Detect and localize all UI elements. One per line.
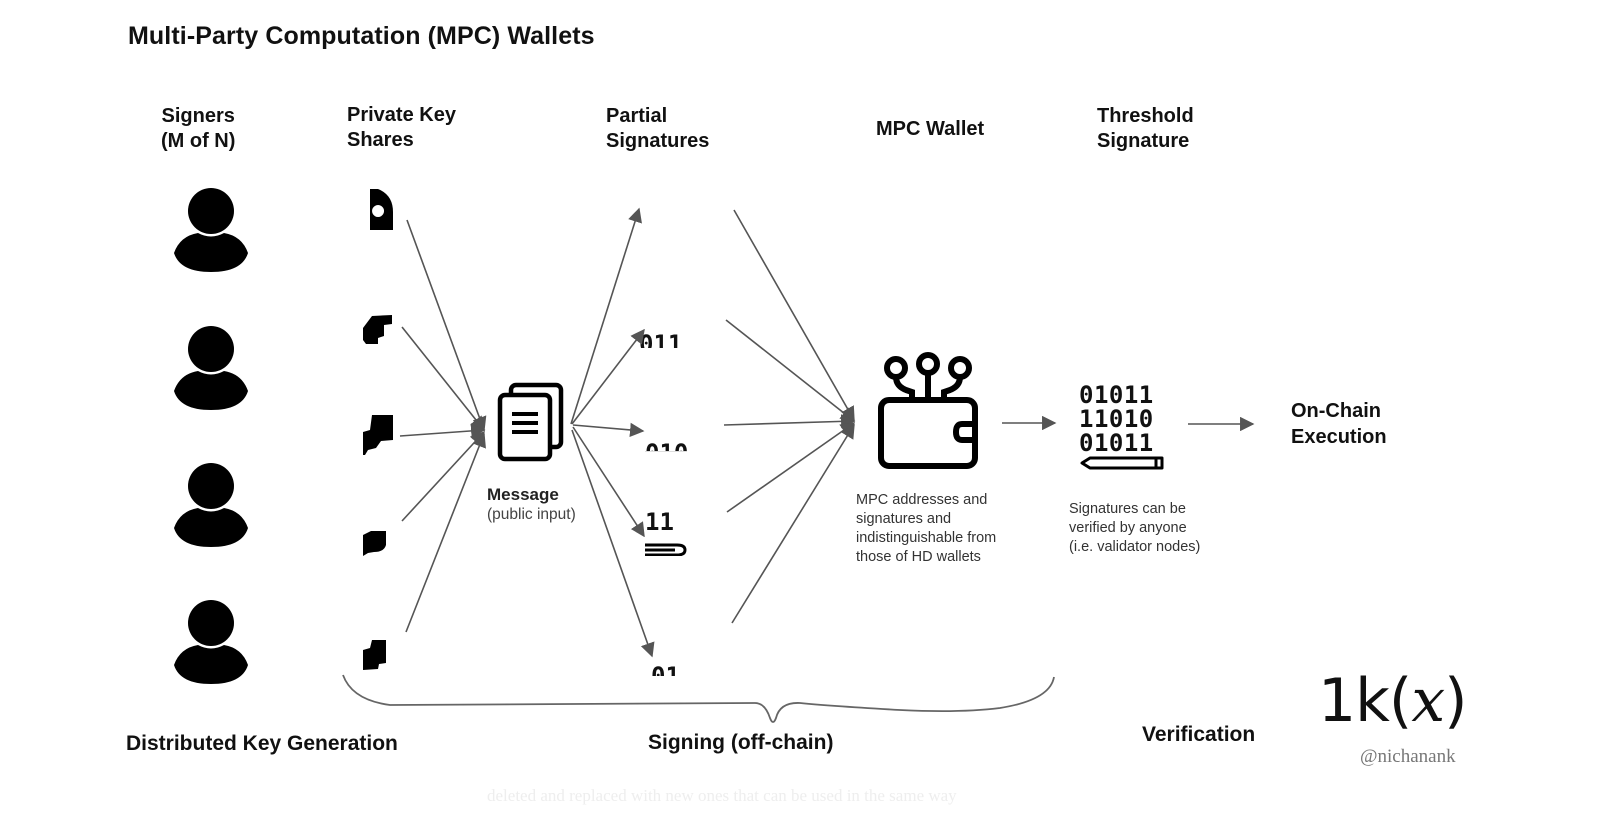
on-chain-execution-label: On-Chain Execution xyxy=(1291,400,1387,448)
key-share-icon xyxy=(363,640,386,670)
arrow-partial-to-wallet xyxy=(726,422,856,513)
logo-x: x xyxy=(1411,666,1445,736)
ghost-subtitle: deleted and replaced with new ones that … xyxy=(487,786,957,805)
message-sublabel: (public input) xyxy=(487,506,576,523)
arrow-message-to-partial xyxy=(570,207,642,425)
threshold-binary: 01011 11010 01011 xyxy=(1079,381,1154,457)
partial-signature-line: 01 xyxy=(651,662,680,676)
section-dkg: Distributed Key Generation xyxy=(126,732,398,755)
arrow-message-to-partial xyxy=(572,426,645,538)
key-share-icon xyxy=(363,531,386,556)
arrow-message-to-partial xyxy=(571,328,645,425)
mpc-wallet-caption: MPC addresses and signatures and indisti… xyxy=(856,492,997,565)
logo-prefix: 1k( xyxy=(1318,666,1412,736)
arrow-partial-to-wallet xyxy=(733,209,855,422)
user-icon xyxy=(174,188,248,272)
key-share-icon xyxy=(363,415,393,455)
logo-suffix: ) xyxy=(1444,666,1467,736)
brand-logo: 1k(x) xyxy=(1318,666,1468,736)
partial-signature-line: 11 xyxy=(645,510,674,534)
arrow-partial-to-wallet xyxy=(731,423,855,624)
partial-signature-2: 011 010 xyxy=(639,296,687,348)
signing-brace xyxy=(342,674,1055,723)
heading-signers: Signers (M of N) xyxy=(161,105,236,152)
pencil-fragment-icon xyxy=(645,543,687,556)
arrow-partial-to-wallet xyxy=(723,414,856,429)
partial-signature-line: 010 xyxy=(645,441,687,451)
diagram-title: Multi-Party Computation (MPC) Wallets xyxy=(128,22,595,50)
brand-handle: @nichanank xyxy=(1360,746,1456,767)
section-signing: Signing (off-chain) xyxy=(648,731,834,754)
section-verification: Verification xyxy=(1142,723,1256,746)
partial-signature-4: 11 xyxy=(645,510,687,560)
user-icon xyxy=(174,326,248,410)
heading-mpc-wallet: MPC Wallet xyxy=(876,118,985,140)
arrow-share-to-message xyxy=(405,432,486,633)
user-icon xyxy=(174,600,248,684)
threshold-caption: Signatures can be verified by anyone (i.… xyxy=(1069,501,1201,555)
message-label: Message xyxy=(487,485,559,504)
key-share-icon xyxy=(363,315,392,344)
arrow-partial-to-wallet xyxy=(725,319,856,422)
heading-key-shares: Private Key Shares xyxy=(347,104,456,151)
arrow-message-to-partial xyxy=(572,422,645,438)
key-share-icon xyxy=(370,189,393,230)
documents-icon xyxy=(497,382,564,462)
partial-signature-5: 01 01 xyxy=(651,632,683,676)
heading-partial-signatures: Partial Signatures xyxy=(606,105,710,152)
partial-signature-line: 011 xyxy=(639,330,683,348)
arrow-share-to-message xyxy=(406,219,487,432)
arrow-message-to-partial xyxy=(571,429,655,658)
arrow-share-to-message xyxy=(401,326,485,432)
user-icon xyxy=(174,463,248,547)
arrow-share-to-message xyxy=(401,430,485,522)
pencil-icon xyxy=(1080,456,1164,470)
partial-signature-3: 010 011 xyxy=(645,401,687,452)
heading-threshold-signature: Threshold Signature xyxy=(1097,105,1194,152)
wallet-circuit-icon xyxy=(878,352,978,469)
arrow-share-to-message xyxy=(399,423,486,439)
